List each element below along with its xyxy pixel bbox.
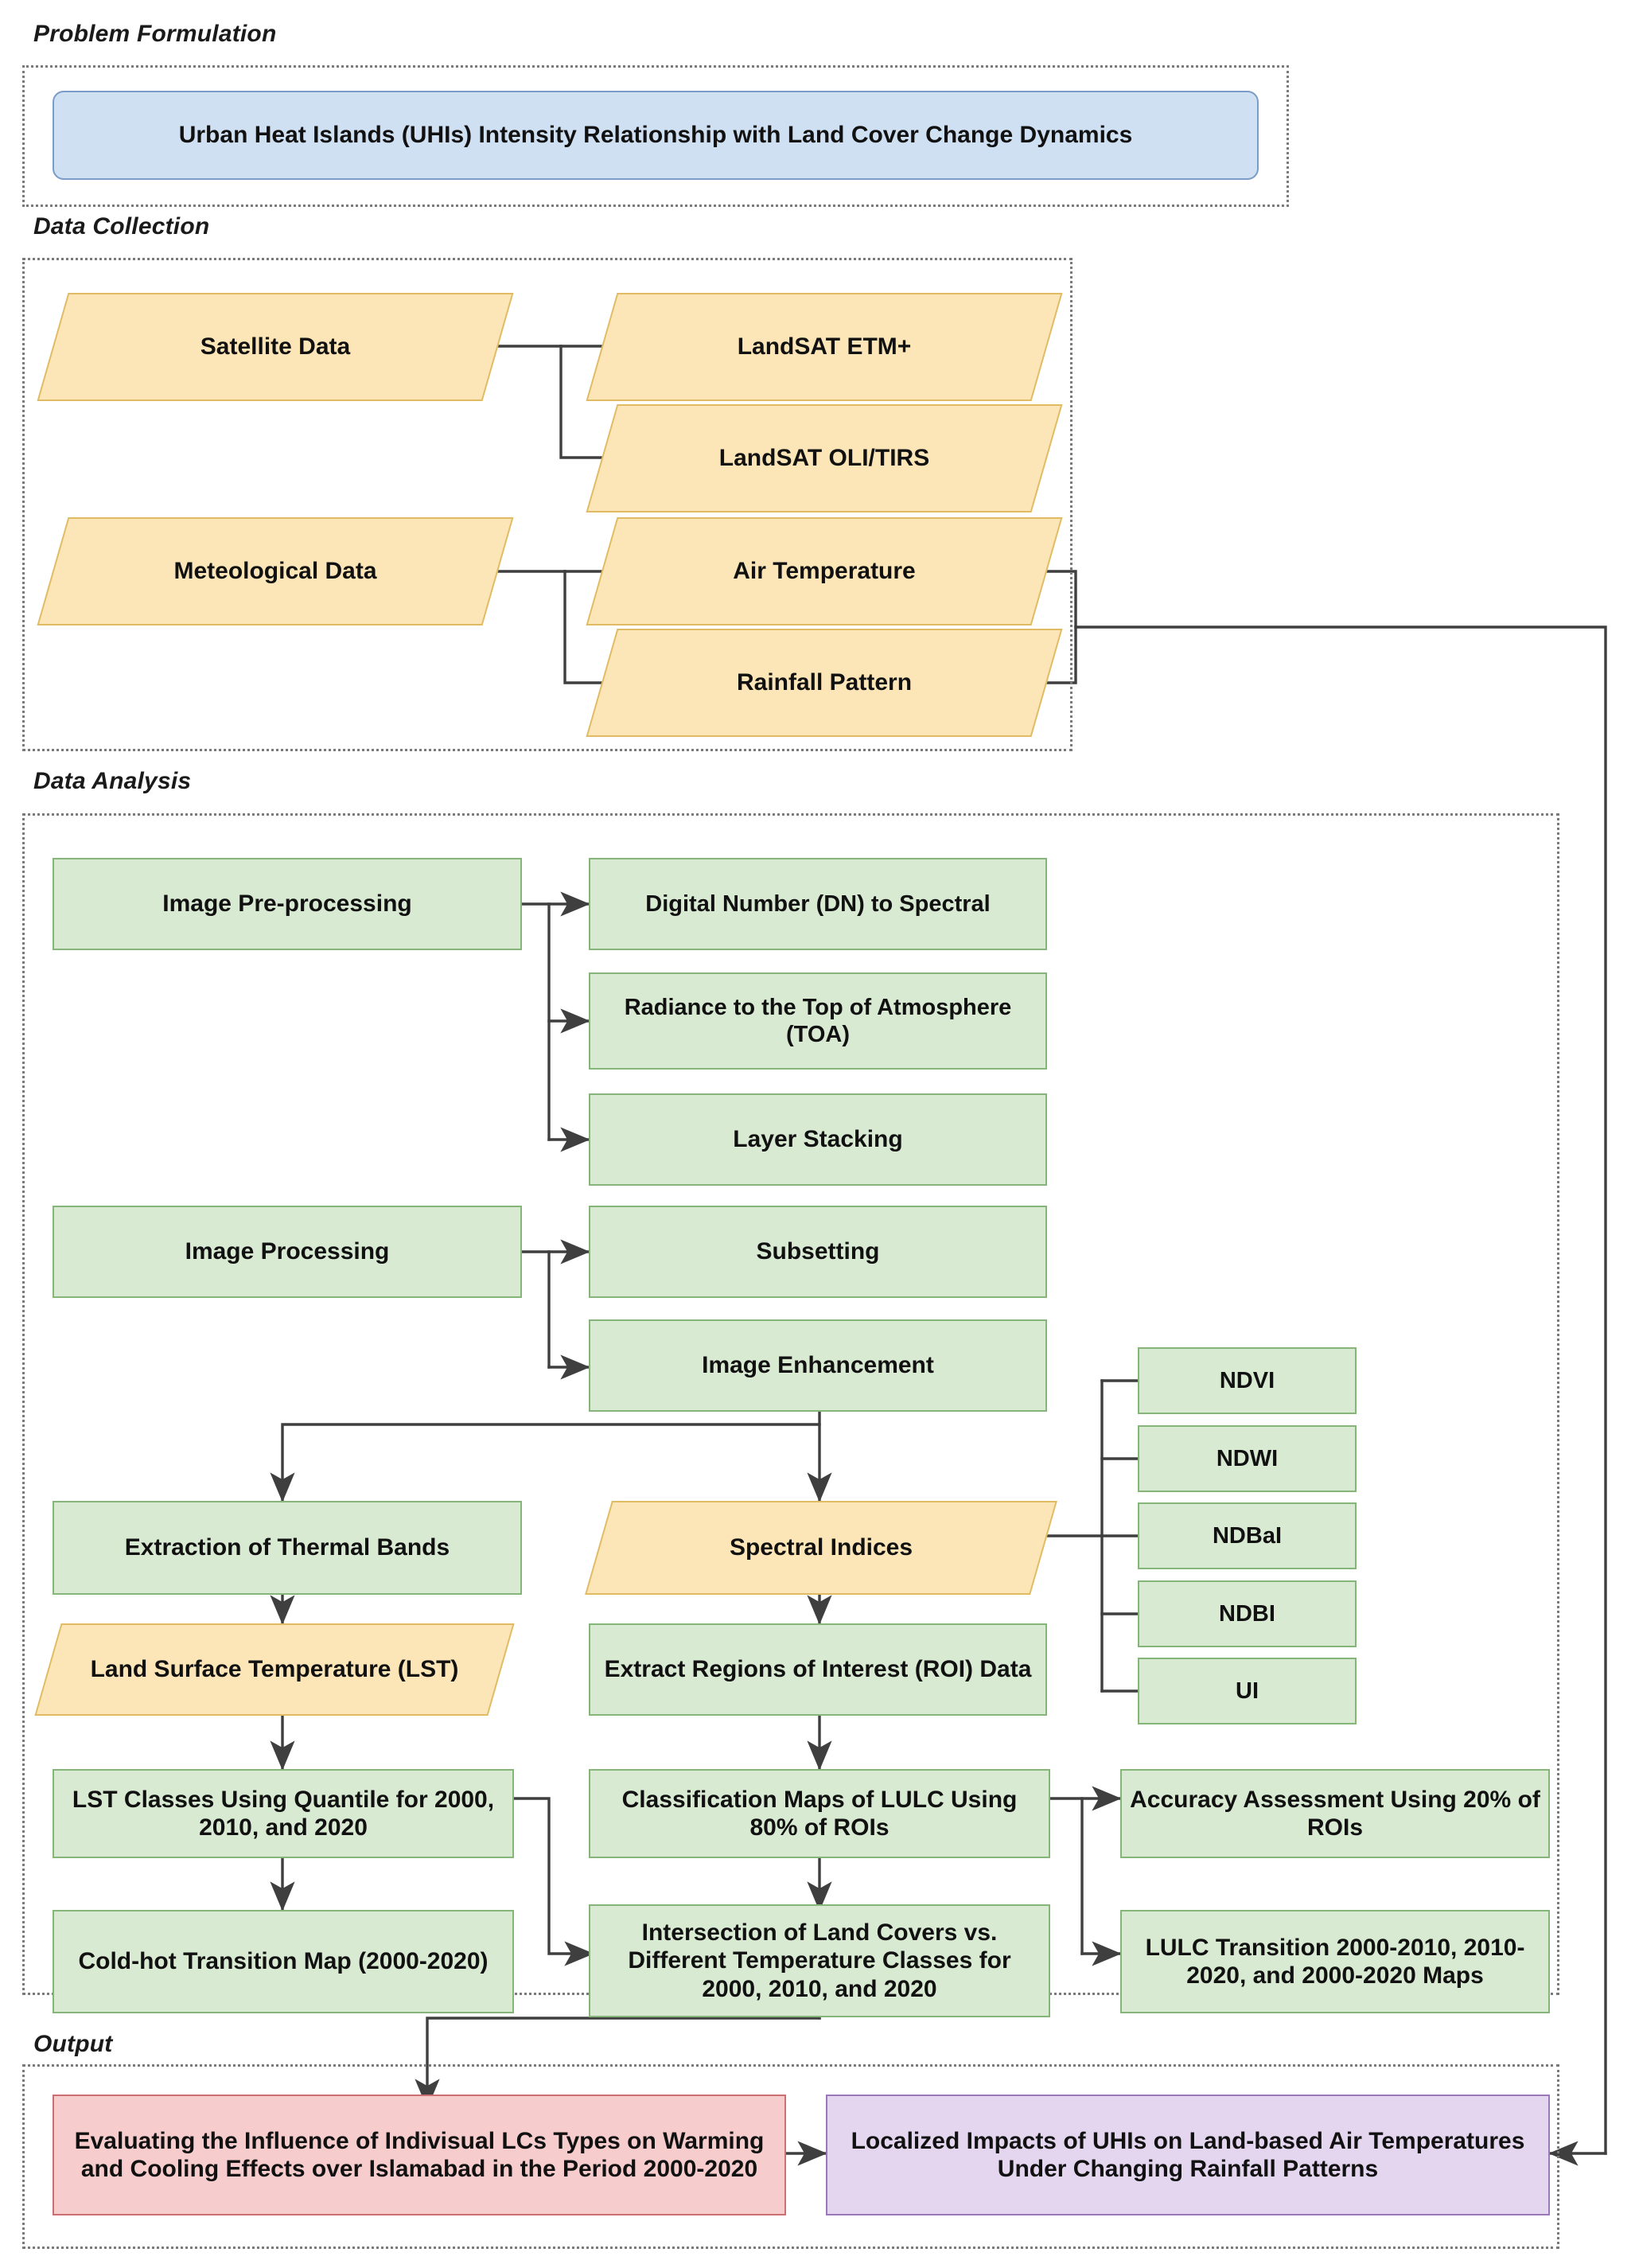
section-label-data-analysis: Data Analysis: [33, 768, 192, 794]
node-image-processing: Image Processing: [53, 1206, 522, 1298]
node-air-temperature: Air Temperature: [586, 517, 1063, 625]
node-accuracy-assessment: Accuracy Assessment Using 20% of ROIs: [1120, 1769, 1550, 1858]
node-index-ndvi: NDVI: [1138, 1347, 1357, 1414]
node-classification-maps: Classification Maps of LULC Using 80% of…: [589, 1769, 1050, 1858]
group-output: [22, 2064, 1559, 2249]
node-dn-to-spectral: Digital Number (DN) to Spectral: [589, 858, 1047, 950]
node-evaluating-influence: Evaluating the Influence of Indivisual L…: [53, 2095, 786, 2215]
node-index-ndwi: NDWI: [1138, 1425, 1357, 1492]
node-layer-stacking: Layer Stacking: [589, 1093, 1047, 1186]
node-landsat-etm: LandSAT ETM+: [586, 293, 1063, 401]
node-lulc-transition: LULC Transition 2000-2010, 2010-2020, an…: [1120, 1910, 1550, 2013]
node-landsat-oli-tirs: LandSAT OLI/TIRS: [586, 404, 1063, 512]
node-cold-hot-transition-map: Cold-hot Transition Map (2000-2020): [53, 1910, 514, 2013]
node-radiance-toa: Radiance to the Top of Atmosphere (TOA): [589, 972, 1047, 1070]
node-land-surface-temperature: Land Surface Temperature (LST): [34, 1623, 515, 1716]
node-rainfall-pattern: Rainfall Pattern: [586, 629, 1063, 737]
node-extraction-thermal-bands: Extraction of Thermal Bands: [53, 1501, 522, 1595]
node-index-ndbi: NDBI: [1138, 1580, 1357, 1647]
section-label-problem-formulation: Problem Formulation: [33, 21, 277, 47]
group-data-collection: [22, 258, 1072, 751]
node-satellite-data: Satellite Data: [37, 293, 514, 401]
group-problem-formulation: [22, 65, 1289, 207]
node-lst-classes: LST Classes Using Quantile for 2000, 201…: [53, 1769, 514, 1858]
node-extract-roi: Extract Regions of Interest (ROI) Data: [589, 1623, 1047, 1716]
node-intersection-land-covers: Intersection of Land Covers vs. Differen…: [589, 1904, 1050, 2017]
section-label-output: Output: [33, 2031, 113, 2057]
problem-title-box: Urban Heat Islands (UHIs) Intensity Rela…: [53, 91, 1259, 180]
node-meteorological-data: Meteological Data: [37, 517, 514, 625]
node-spectral-indices: Spectral Indices: [585, 1501, 1057, 1595]
section-label-data-collection: Data Collection: [33, 213, 210, 240]
node-image-preprocessing: Image Pre-processing: [53, 858, 522, 950]
node-localized-impacts: Localized Impacts of UHIs on Land-based …: [826, 2095, 1550, 2215]
node-index-ui: UI: [1138, 1658, 1357, 1724]
node-image-enhancement: Image Enhancement: [589, 1319, 1047, 1412]
node-index-ndbai: NDBaI: [1138, 1502, 1357, 1569]
node-subsetting: Subsetting: [589, 1206, 1047, 1298]
